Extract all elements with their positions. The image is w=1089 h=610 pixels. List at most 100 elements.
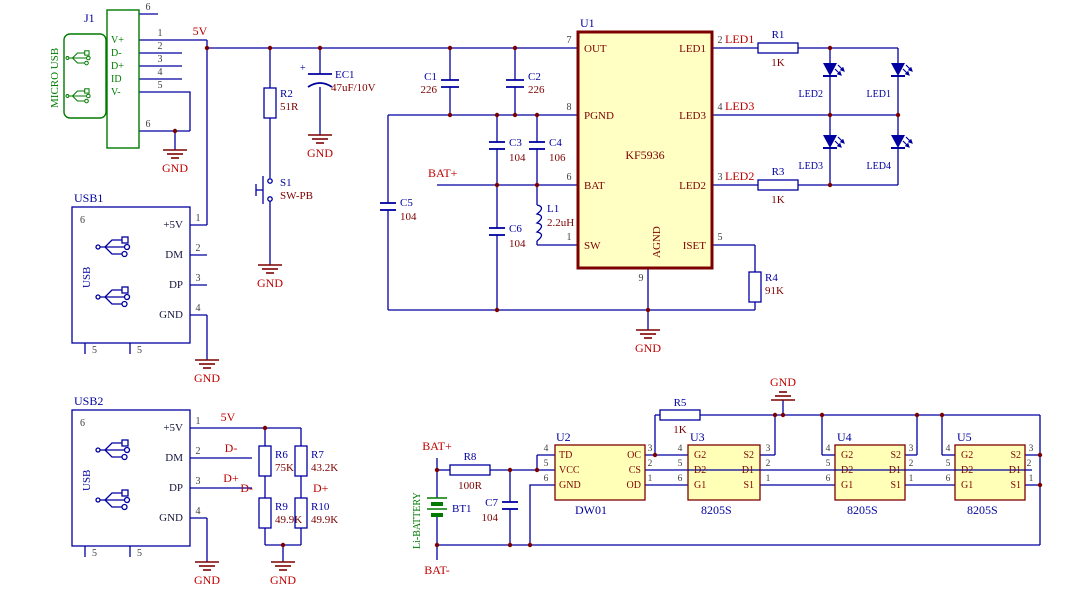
ref: U3: [690, 430, 705, 444]
resistor-r10[interactable]: R10 49.9K: [294, 497, 338, 529]
pin-name: DP: [169, 279, 183, 291]
pin-name: GND: [159, 309, 183, 321]
gnd-label: GND: [194, 573, 220, 587]
pin-number: 6: [544, 474, 549, 484]
capacitor-c1[interactable]: C1 226: [421, 71, 460, 96]
net-label-led1: LED1: [725, 32, 754, 46]
ic-body: [954, 444, 1026, 501]
resistor-r2[interactable]: R2 51R: [263, 87, 299, 119]
resistor-r6[interactable]: R6 75K: [258, 445, 294, 477]
ic-u5-8205s[interactable]: U5 8205S G2 S2 D2 D1 G1 S1 4 5 6 3 2 1: [946, 430, 1034, 517]
ref: R2: [280, 88, 293, 100]
inductor-l1[interactable]: L1 2.2uH: [535, 203, 574, 242]
ref: R8: [464, 451, 477, 463]
part-number: 8205S: [967, 503, 998, 517]
net-label-led2: LED2: [725, 169, 754, 183]
value: 104: [509, 152, 526, 164]
battery-plate: [431, 513, 443, 517]
connector-usb1[interactable]: USB1 USB +5V DM DP GND 1 2 3 4 6 5 5: [71, 191, 201, 356]
ic-u2-dw01[interactable]: U2 DW01 TD VCC GND OC CS OD 4 5 6 3 2 1: [544, 430, 653, 517]
ref: R6: [275, 449, 288, 461]
ic-u4-8205s[interactable]: U4 8205S G2 S2 D2 D1 G1 S1 4 5 6 3 2 1: [826, 430, 914, 517]
led-led1[interactable]: LED1: [867, 63, 912, 100]
pin-name: D-: [111, 48, 122, 59]
pin-name: CS: [629, 465, 641, 476]
ref: C5: [400, 197, 413, 209]
gnd-label: GND: [162, 161, 188, 175]
value: 1K: [771, 194, 785, 206]
led-led3[interactable]: LED3: [799, 135, 844, 172]
capacitor-c4[interactable]: C4 106: [529, 137, 566, 164]
ic-body: [834, 444, 906, 501]
connector-usb2[interactable]: USB2 USB +5V DM DP GND 1 2 3 4 6 5 5: [71, 394, 201, 559]
pin-number: 2: [196, 446, 201, 457]
capacitor-c5[interactable]: C5 104: [380, 197, 417, 223]
battery-label: Li-BATTERY: [412, 492, 423, 549]
net-label-bat-plus: BAT+: [422, 439, 452, 453]
resistor-body: [757, 42, 799, 54]
pin-name: DP: [169, 482, 183, 494]
resistor-r9[interactable]: R9 49.9K: [258, 497, 302, 529]
pin-name: GND: [559, 480, 581, 491]
ref: R9: [275, 501, 288, 513]
pin-number: 4: [544, 444, 549, 454]
part-number: 8205S: [701, 503, 732, 517]
capacitor-c7[interactable]: C7 104: [482, 497, 519, 524]
pin-number: 1: [567, 232, 572, 243]
pin-number: 9: [639, 273, 644, 284]
capacitor-c3[interactable]: C3 104: [489, 137, 526, 164]
resistor-r7[interactable]: R7 43.2K: [294, 445, 338, 477]
pin-name: V-: [111, 87, 121, 98]
pin-number: 6: [946, 474, 951, 484]
resistor-r5[interactable]: R5 1K: [659, 397, 701, 436]
pin-name: OUT: [584, 43, 607, 55]
switch-s1[interactable]: S1 SW-PB: [255, 176, 313, 204]
ic-u1-kf5936[interactable]: U1 KF5936 OUT PGND BAT SW LED1 LED3 LED2…: [567, 16, 723, 284]
battery-bt1[interactable]: BT1 Li-BATTERY: [412, 492, 472, 549]
pin-name: +5V: [163, 422, 183, 434]
pin-name: S2: [1010, 450, 1021, 461]
part-number: DW01: [575, 503, 607, 517]
led-led2[interactable]: LED2: [799, 63, 844, 100]
pin-number: 5: [158, 80, 163, 91]
pin-number: 5: [678, 459, 683, 469]
net-label-d-plus: D+: [313, 481, 329, 495]
connector-j1-micro-usb[interactable]: J1 MICRO USB V+ D- D+ ID V- 1 2 3 4 5 6 …: [49, 2, 163, 149]
ref: USB1: [74, 191, 103, 205]
ref: C4: [549, 137, 562, 149]
pin-name: G1: [841, 480, 853, 491]
pin-name: LED1: [679, 43, 706, 55]
pin-number: 1: [909, 474, 914, 484]
gnd-label: GND: [307, 146, 333, 160]
resistor-body: [263, 87, 277, 119]
value: 100R: [458, 480, 483, 492]
resistor-r4[interactable]: R4 91K: [748, 271, 784, 303]
switch-contact: [267, 178, 273, 184]
pin-number: 6: [146, 119, 151, 130]
pin-name: LED2: [679, 180, 706, 192]
resistor-r8[interactable]: R8 100R: [449, 451, 491, 492]
junction-dots: [172, 45, 1043, 548]
net-label-5v: 5V: [193, 24, 208, 38]
capacitor-c2[interactable]: C2 226: [506, 71, 545, 96]
value: 104: [482, 512, 499, 524]
pin-name: G1: [961, 480, 973, 491]
net-label-bat-minus: BAT-: [424, 563, 450, 577]
ref: S1: [280, 177, 292, 189]
usb-contacts-icon: [95, 439, 131, 511]
capacitor-c6[interactable]: C6 104: [489, 223, 526, 250]
led-led4[interactable]: LED4: [867, 135, 912, 172]
pin-number: 4: [196, 303, 201, 314]
capacitor-ec1[interactable]: + EC1 47uF/10V: [300, 63, 376, 94]
ic-u3-8205s[interactable]: U3 8205S G2 S2 D2 D1 G1 S1 4 5 6 3 2 1: [678, 430, 771, 517]
pin-name: D1: [889, 465, 901, 476]
value: 2.2uH: [547, 217, 574, 229]
ref: R5: [674, 397, 687, 409]
usb-contacts-icon: [95, 236, 131, 308]
value: 75K: [275, 462, 294, 474]
pin-name: S1: [1010, 480, 1021, 491]
resistor-r1[interactable]: R1 1K: [757, 29, 799, 69]
resistor-r3[interactable]: R3 1K: [757, 166, 799, 206]
cap-plate: [307, 82, 333, 88]
